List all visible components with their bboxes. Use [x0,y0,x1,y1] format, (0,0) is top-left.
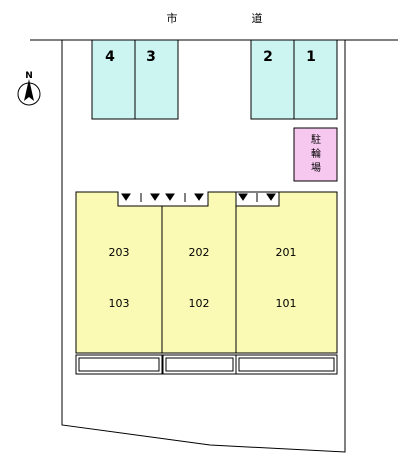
entrance-markers [121,193,276,202]
unit-203: 203 [109,246,130,259]
parking-space-3: 3 [146,49,156,65]
north-arrow-icon: N [17,71,41,106]
unit-102: 102 [189,297,210,310]
unit-101: 101 [276,297,297,310]
bicycle-parking [293,127,338,182]
bicycle-parking-char-2: 輪 [311,147,321,160]
unit-103: 103 [109,297,130,310]
north-letter: N [25,71,33,81]
parking-area-right [250,39,338,120]
parking-space-2: 2 [263,49,273,65]
balconies [75,354,338,375]
road-label-char-1: 市 [167,11,178,25]
unit-202: 202 [189,246,210,259]
parking-area-left [91,39,179,120]
bicycle-parking-char-3: 場 [311,161,321,174]
unit-201: 201 [276,246,297,259]
road-label-char-2: 道 [252,11,263,25]
parking-space-4: 4 [105,49,115,65]
bicycle-parking-char-1: 駐 [311,133,321,146]
parking-space-1: 1 [306,49,316,65]
apartment-building [75,191,338,354]
site-boundary [61,40,346,453]
